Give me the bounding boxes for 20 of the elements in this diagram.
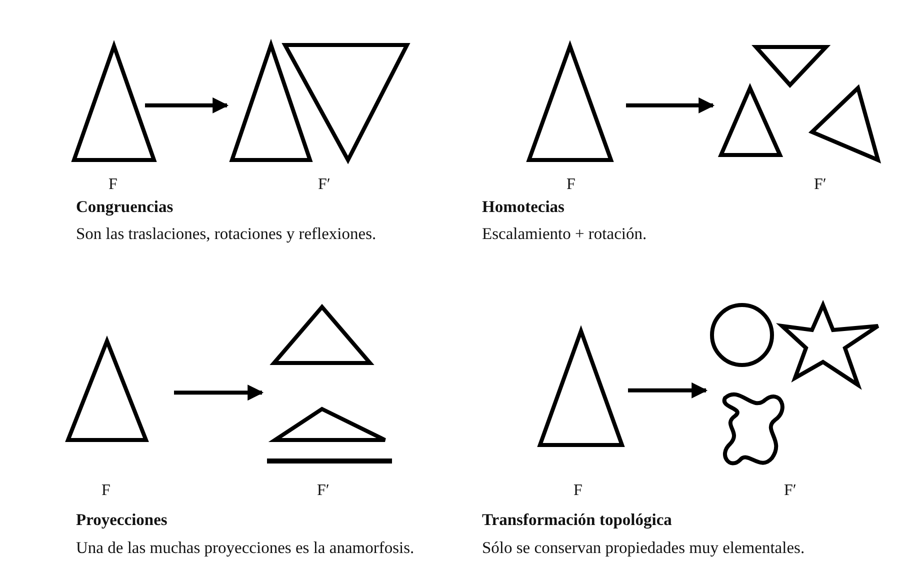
panel-description: Son las traslaciones, rotaciones y reflexiones. <box>76 224 376 244</box>
figure-label: F <box>108 176 118 194</box>
figure-label: F′ <box>784 482 796 500</box>
figure-label: F′ <box>814 176 826 194</box>
arrow <box>628 382 708 398</box>
figure-label: F <box>574 482 582 500</box>
figure-label: F′ <box>318 176 330 194</box>
arrow <box>174 384 264 401</box>
figure-label: F <box>102 482 110 500</box>
arrow <box>145 97 229 114</box>
arrow <box>626 97 715 114</box>
panel-description: Escalamiento + rotación. <box>482 224 647 244</box>
panel-heading: Homotecias <box>482 197 564 217</box>
figure-label: F <box>566 176 576 194</box>
figure-label: F′ <box>317 482 330 500</box>
panel-description: Sólo se conservan propiedades muy elementales. <box>482 538 805 558</box>
panel-description: Una de las muchas proyecciones es la anamorfosis. <box>76 538 414 558</box>
panel-heading: Transformación topológica <box>482 510 672 530</box>
panel-heading: Congruencias <box>76 197 174 217</box>
panel-heading: Proyecciones <box>76 510 168 530</box>
